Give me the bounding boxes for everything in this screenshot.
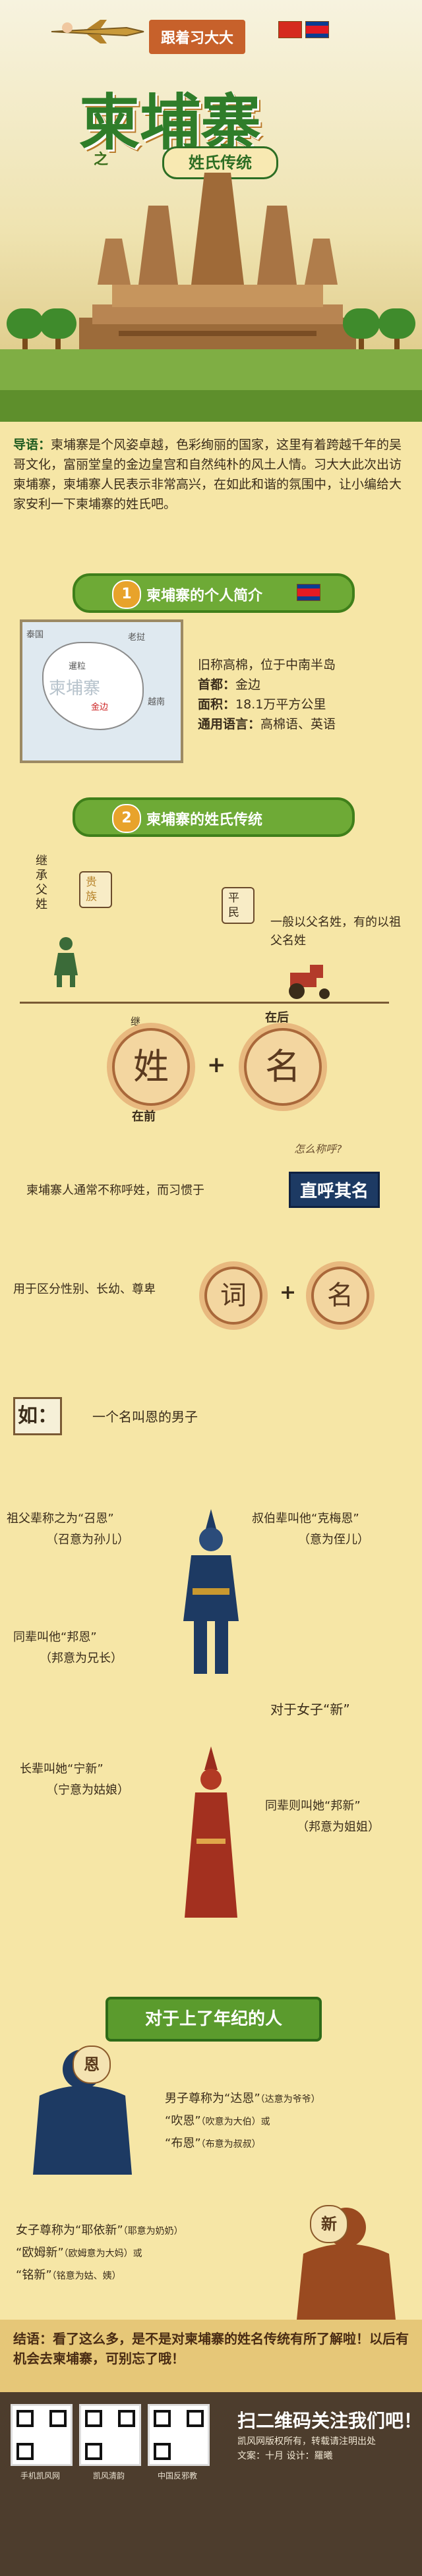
intro-lead: 导语： [13, 438, 51, 452]
map-label-vietnam: 越南 [148, 697, 166, 707]
khmer-woman-figure [185, 1746, 237, 1918]
qr-code-icon[interactable] [79, 2404, 141, 2466]
fact-line: 旧称高棉，位于中南半岛 [198, 658, 336, 672]
grass-front [0, 390, 422, 422]
tractor-icon [289, 965, 330, 999]
how-to-address-text: 怎么称呼? [294, 1143, 342, 1155]
en-stamp: 恩 [73, 2046, 111, 2084]
country-facts: 旧称高棉，位于中南半岛 首都：金边 面积：18.1万平方公里 通用语言：高棉语、… [198, 655, 409, 734]
credits-block: 凯风网版权所有，转载请注明出处 文案：十月 设计：羅曦 [237, 2434, 415, 2463]
surname-front-label: 在前 [132, 1110, 156, 1124]
plus-sign: + [207, 1052, 226, 1078]
intro-text: 柬埔寨是个风姿卓越，色彩绚丽的国家，这里有着跨越千年的吴哥文化，富丽堂皇的金边皇… [13, 438, 402, 511]
banner-title: 跟着习大大 [149, 20, 246, 54]
section-2-header: 2 柬埔寨的姓氏传统 [73, 797, 355, 837]
fact-area: 面积：18.1万平方公里 [198, 697, 326, 712]
map-country-watermark: 柬埔寨 [49, 679, 101, 699]
peer-female-address: 同辈则叫她“邦新” [265, 1799, 361, 1813]
section-title: 柬埔寨的姓氏传统 [146, 812, 263, 828]
example-label: 如： [13, 1397, 62, 1435]
elderly-male-title-2: “吹恩”（吹意为大伯）或 [165, 2114, 270, 2128]
section-number: 2 [112, 804, 141, 833]
fact-language: 通用语言：高棉语、英语 [198, 717, 336, 731]
hero-banner: 跟着习大大 柬埔寨 之 姓氏传统 [0, 0, 422, 422]
title-prefix: 之 [94, 152, 109, 168]
elderly-female-title-2: “欧姆新”（欧姆意为大妈）或 [16, 2246, 142, 2260]
elderly-female-title-1: 女子尊称为“耶依新”（耶意为奶奶） [16, 2223, 183, 2237]
inherit-father-text: 继承父姓 [36, 854, 47, 911]
surname-circle: 姓 [112, 1028, 190, 1106]
map-label-laos: 老挝 [128, 633, 146, 643]
angkor-temple-illustration [79, 173, 356, 370]
qr-caption: 中国反邪教 [157, 2471, 197, 2480]
footer: 结语：看了这么多，是不是对柬埔寨的姓名传统有所了解啦！以后有机会去柬埔寨，可别忘… [0, 2320, 422, 2576]
cambodia-flag-icon [297, 584, 320, 601]
male-example-title: 一个名叫恩的男子 [92, 1409, 198, 1425]
elderly-section-bar: 对于上了年纪的人 [106, 1997, 322, 2042]
conclusion-box: 结语：看了这么多，是不是对柬埔寨的姓名传统有所了解啦！以后有机会去柬埔寨，可别忘… [0, 2320, 422, 2392]
divider-line [20, 1002, 389, 1004]
china-flag-icon [278, 21, 302, 38]
intro-paragraph: 导语：柬埔寨是个风姿卓越，色彩绚丽的国家，这里有着跨越千年的吴哥文化，富丽堂皇的… [13, 435, 409, 514]
cambodia-land-shape [42, 642, 144, 730]
given-name-back-label: 在后 [265, 1011, 289, 1025]
airplane-icon [51, 20, 144, 43]
scholar-figure-icon [54, 937, 78, 987]
section-number: 1 [112, 580, 141, 609]
elderly-male-title-1: 男子尊称为“达恩”（达意为爷爷） [165, 2092, 320, 2105]
peer-female-note: （邦意为姐姐） [297, 1820, 380, 1834]
map-label-siem-reap: 暹粒 [69, 662, 86, 672]
xin-stamp: 新 [310, 2205, 348, 2243]
qr-code-icon[interactable] [148, 2404, 210, 2466]
section-1-header: 1 柬埔寨的个人简介 [73, 573, 355, 613]
qr-caption: 手机凯风网 [20, 2471, 60, 2480]
elderly-female-title-3: “铭新”（铭意为姑、姨） [16, 2268, 121, 2282]
uncle-note: （意为侄儿） [298, 1533, 369, 1547]
word-usage-text: 用于区分性别、长幼、尊卑 [13, 1282, 156, 1296]
call-by-name-plate: 直呼其名 [289, 1172, 380, 1208]
commoner-label: 平民 [222, 887, 255, 924]
commoner-rule-text: 一般以父名姓，有的以祖父名姓 [270, 915, 401, 948]
author-credits: 文案：十月 设计：羅曦 [237, 2451, 333, 2461]
peer-male-address: 同辈叫他“邦恩” [13, 1630, 97, 1644]
name-circle: 名 [311, 1267, 369, 1325]
peer-male-note: （邦意为兄长） [40, 1651, 123, 1665]
grandfather-address: 祖父辈称之为“召恩” [7, 1512, 114, 1526]
noble-label: 贵族 [79, 871, 112, 908]
elder-female-address: 长辈叫她“宁新” [20, 1762, 104, 1776]
uncle-address: 叔伯辈叫他“克梅恩” [252, 1512, 359, 1526]
elderly-male-title-3: “布恩”（布意为叔叔） [165, 2136, 261, 2150]
grandfather-note: （召意为孙儿） [46, 1533, 129, 1547]
address-habit-text: 柬埔寨人通常不称呼姓，而习惯于 [26, 1184, 204, 1197]
female-example-title: 对于女子“新” [270, 1702, 350, 1717]
cambodia-map: 泰国 老挝 越南 暹粒 金边 柬埔寨 [20, 619, 183, 763]
qr-caption: 凯风清韵 [92, 2471, 125, 2480]
plus-sign: + [280, 1281, 297, 1304]
cambodia-flag-icon [305, 21, 329, 38]
footer-credits-area: 手机凯风网 凯风清韵 中国反邪教 扫二维码关注我们吧！ 凯风网版权所有，转载请注… [0, 2392, 422, 2576]
scan-prompt: 扫二维码关注我们吧！ [237, 2410, 422, 2432]
khmer-man-figure [183, 1509, 239, 1674]
map-label-phnom-penh: 金边 [91, 702, 109, 712]
map-label-thailand: 泰国 [26, 630, 44, 640]
copyright-text: 凯风网版权所有，转载请注明出处 [237, 2436, 376, 2447]
elder-female-note: （宁意为姑娘） [46, 1783, 129, 1797]
qr-code-icon[interactable] [11, 2404, 73, 2466]
word-circle: 词 [204, 1267, 262, 1325]
given-name-circle: 名 [244, 1028, 322, 1106]
fact-capital: 首都：金边 [198, 677, 261, 692]
page-subtitle: 姓氏传统 [162, 146, 278, 179]
conclusion-text: 结语：看了这么多，是不是对柬埔寨的姓名传统有所了解啦！以后有机会去柬埔寨，可别忘… [13, 2331, 409, 2366]
section-title: 柬埔寨的个人简介 [146, 588, 263, 604]
